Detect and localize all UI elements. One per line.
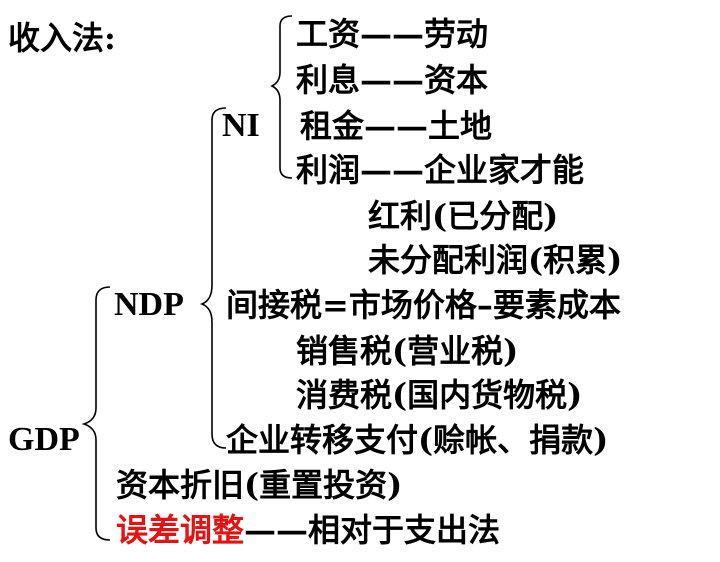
ndp-item-transfer-payments: 企业转移支付(赊帐、捐款): [226, 421, 609, 459]
ndp-brace: [199, 107, 227, 449]
ndp-item-indirect-tax: 间接税=市场价格–要素成本: [226, 286, 621, 324]
indirect-tax-subitem-excise: 消费税(国内货物税): [296, 376, 583, 414]
ndp-label: NDP: [114, 286, 184, 323]
ni-item-interest: 利息——资本: [296, 61, 489, 99]
ni-brace: [270, 15, 293, 179]
profit-subitem-dividends: 红利(已分配): [368, 197, 559, 235]
gdp-brace: [81, 286, 111, 541]
gdp-item-error-adjustment: 误差调整——相对于支出法: [116, 510, 500, 550]
error-adjustment-rest: ——相对于支出法: [244, 511, 501, 549]
gdp-label: GDP: [8, 421, 80, 458]
ni-item-wages: 工资——劳动: [296, 15, 489, 53]
ni-item-profit: 利润——企业家才能: [296, 151, 585, 189]
indirect-tax-subitem-sales: 销售税(营业税): [296, 332, 519, 370]
ni-item-rent: 租金——土地: [300, 107, 493, 145]
ni-label: NI: [222, 107, 260, 144]
error-adjustment-highlight: 误差调整: [116, 511, 245, 549]
page-title: 收入法:: [8, 19, 116, 57]
profit-subitem-retained: 未分配利润(积累): [368, 241, 623, 279]
gdp-item-depreciation: 资本折旧(重置投资): [116, 466, 403, 504]
